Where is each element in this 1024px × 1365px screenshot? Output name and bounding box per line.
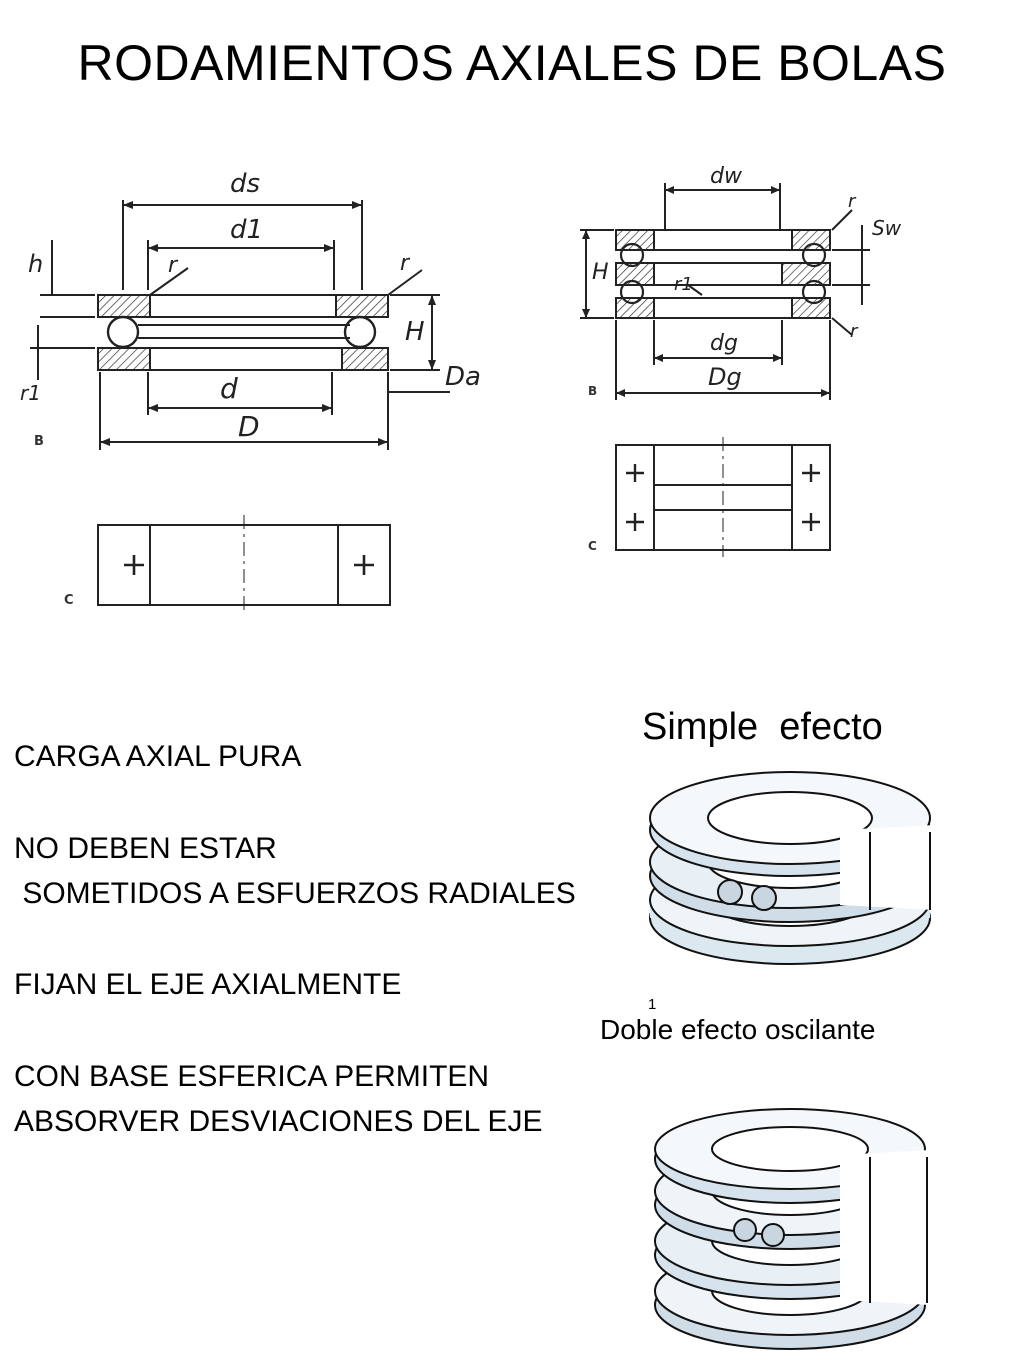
- label-C-double: C: [588, 539, 597, 553]
- bullet-no-deben: NO DEBEN ESTAR: [14, 832, 277, 865]
- dim-r-label-double-2: r: [850, 321, 859, 342]
- dim-r1-label-double: r1: [674, 274, 693, 295]
- dim-D-label: D: [238, 410, 260, 443]
- double-thrust-bearing-drawing: dw dg Dg H Sw r1 r r B C: [580, 164, 902, 557]
- dim-h-label: h: [28, 250, 43, 278]
- dim-r-label-2: r: [400, 251, 411, 276]
- label-B-double: B: [588, 384, 597, 398]
- label-C: C: [64, 593, 74, 608]
- bullet-base-esferica: CON BASE ESFERICA PERMITEN: [14, 1060, 490, 1093]
- single-thrust-bearing-drawing: ds d1 d D Da H h r1 r r B C: [20, 169, 481, 615]
- dim-r1-label: r1: [20, 381, 41, 405]
- figure-number: 1: [648, 996, 657, 1013]
- dim-d1-label: d1: [230, 215, 263, 245]
- dim-Dg-label: Dg: [708, 363, 742, 391]
- dim-Sw-label: Sw: [872, 216, 902, 240]
- page-title: RODAMIENTOS AXIALES DE BOLAS: [77, 35, 947, 91]
- bullet-fijan: FIJAN EL EJE AXIALMENTE: [14, 968, 402, 1001]
- dim-dg-label: dg: [710, 331, 738, 356]
- dim-H-label: H: [405, 317, 425, 347]
- caption-doble-efecto: Doble efecto oscilante: [600, 1014, 876, 1045]
- dim-r-label-1: r: [168, 253, 179, 278]
- dim-Da-label: Da: [445, 362, 481, 392]
- dim-dw-label: dw: [710, 164, 743, 189]
- dim-r-label-double-1: r: [848, 191, 857, 212]
- single-thrust-bearing-illustration: [649, 771, 935, 965]
- double-thrust-bearing-illustration: [654, 1108, 930, 1350]
- bullet-carga-axial: CARGA AXIAL PURA: [14, 740, 302, 773]
- dim-ds-label: ds: [230, 169, 260, 199]
- dim-d-label: d: [220, 372, 238, 405]
- dim-H-label-double: H: [592, 260, 609, 285]
- label-B: B: [34, 434, 44, 449]
- caption-simple-efecto: Simple efecto: [642, 706, 883, 748]
- bullet-absorver: ABSORVER DESVIACIONES DEL EJE: [14, 1105, 543, 1138]
- bullet-sometidos: SOMETIDOS A ESFUERZOS RADIALES: [14, 877, 576, 910]
